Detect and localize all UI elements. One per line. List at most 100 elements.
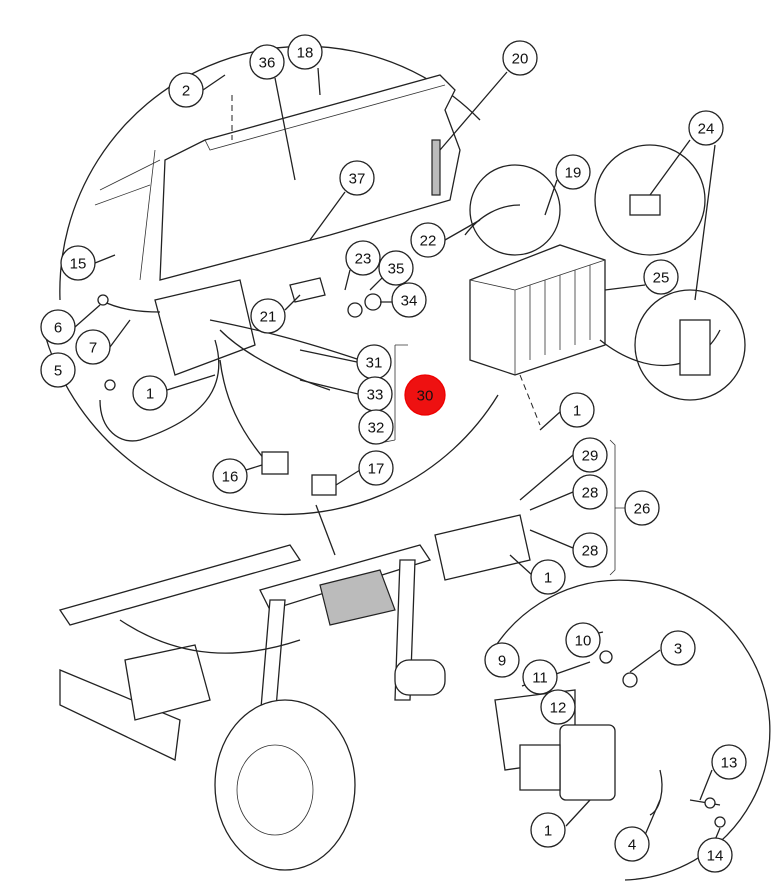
callout-13: 13 bbox=[711, 744, 747, 780]
callout-circle bbox=[404, 374, 446, 416]
callout-circle bbox=[530, 559, 566, 595]
callout-label: 36 bbox=[259, 55, 276, 72]
callout-28: 28 bbox=[572, 532, 608, 568]
callout-circle bbox=[358, 409, 394, 445]
mounting-panel bbox=[94, 74, 461, 281]
callout-circle bbox=[132, 375, 168, 411]
callout-35: 35 bbox=[378, 250, 414, 286]
callout-label: 1 bbox=[573, 403, 581, 420]
callout-label: 31 bbox=[366, 355, 383, 372]
assembly-guide-lines bbox=[231, 95, 541, 426]
callout-26: 26 bbox=[624, 490, 660, 526]
callout-circle bbox=[484, 642, 520, 678]
callout-label: 2 bbox=[182, 83, 190, 100]
callout-6: 6 bbox=[40, 309, 76, 345]
callout-circle bbox=[212, 458, 248, 494]
callout-circle bbox=[502, 40, 538, 76]
callout-14: 14 bbox=[697, 837, 733, 873]
callout-19: 19 bbox=[555, 154, 591, 190]
callout-label: 28 bbox=[582, 543, 599, 560]
callout-circle bbox=[614, 826, 650, 862]
callout-15: 15 bbox=[60, 245, 96, 281]
callout-3: 3 bbox=[660, 630, 696, 666]
cart-frame bbox=[58, 514, 531, 871]
callout-33: 33 bbox=[357, 376, 393, 412]
callout-label: 18 bbox=[297, 45, 314, 62]
callout-label: 14 bbox=[707, 848, 724, 865]
callout-22: 22 bbox=[410, 222, 446, 258]
callout-label: 22 bbox=[420, 233, 437, 250]
motor-controller bbox=[464, 194, 721, 376]
callout-circle bbox=[522, 659, 558, 695]
callout-circle bbox=[339, 160, 375, 196]
callout-30-highlighted: 30 bbox=[404, 374, 446, 416]
callout-circle bbox=[660, 630, 696, 666]
callout-4: 4 bbox=[614, 826, 650, 862]
controller-bracket bbox=[97, 277, 382, 496]
callout-1: 1 bbox=[530, 812, 566, 848]
callout-1: 1 bbox=[530, 559, 566, 595]
callout-label: 34 bbox=[401, 293, 418, 310]
callout-label: 26 bbox=[634, 501, 651, 518]
callout-circle bbox=[75, 329, 111, 365]
callout-label: 25 bbox=[653, 270, 670, 287]
callout-37: 37 bbox=[339, 160, 375, 196]
callout-label: 30 bbox=[417, 388, 434, 405]
callout-circle bbox=[688, 110, 724, 146]
callout-label: 29 bbox=[582, 448, 599, 465]
callout-label: 23 bbox=[355, 251, 372, 268]
magnifier-24 bbox=[594, 144, 706, 256]
callout-circle bbox=[572, 474, 608, 510]
solenoid-assembly bbox=[494, 650, 726, 828]
callout-31: 31 bbox=[356, 344, 392, 380]
callout-32: 32 bbox=[358, 409, 394, 445]
callout-16: 16 bbox=[212, 458, 248, 494]
callout-circle bbox=[168, 72, 204, 108]
callout-circle bbox=[643, 259, 679, 295]
callout-label: 24 bbox=[698, 121, 715, 138]
callout-2: 2 bbox=[168, 72, 204, 108]
callout-9: 9 bbox=[484, 642, 520, 678]
callout-34: 34 bbox=[391, 282, 427, 318]
callout-label: 13 bbox=[721, 755, 738, 772]
callout-5: 5 bbox=[40, 352, 76, 388]
callout-36: 36 bbox=[249, 44, 285, 80]
callout-label: 35 bbox=[388, 261, 405, 278]
callout-circle bbox=[540, 689, 576, 725]
callout-circle bbox=[40, 309, 76, 345]
callout-label: 15 bbox=[70, 256, 87, 273]
callout-24: 24 bbox=[688, 110, 724, 146]
callout-11: 11 bbox=[522, 659, 558, 695]
callout-23: 23 bbox=[345, 240, 381, 276]
callout-circle bbox=[711, 744, 747, 780]
callout-label: 32 bbox=[368, 420, 385, 437]
callout-1: 1 bbox=[559, 392, 595, 428]
callout-label: 3 bbox=[674, 641, 682, 658]
leader-lines bbox=[74, 67, 721, 841]
callout-circle bbox=[572, 532, 608, 568]
magnifier-22 bbox=[469, 164, 561, 256]
callout-7: 7 bbox=[75, 329, 111, 365]
callout-label: 6 bbox=[54, 320, 62, 337]
callout-1: 1 bbox=[132, 375, 168, 411]
callout-10: 10 bbox=[565, 622, 601, 658]
callout-label: 16 bbox=[222, 469, 239, 486]
callout-label: 5 bbox=[54, 363, 62, 380]
callout-circle bbox=[572, 437, 608, 473]
callout-28: 28 bbox=[572, 474, 608, 510]
callout-label: 21 bbox=[260, 309, 277, 326]
callout-29: 29 bbox=[572, 437, 608, 473]
callout-label: 17 bbox=[368, 461, 385, 478]
callout-circle bbox=[559, 392, 595, 428]
callout-12: 12 bbox=[540, 689, 576, 725]
callout-label: 37 bbox=[349, 171, 366, 188]
callout-18: 18 bbox=[287, 34, 323, 70]
callout-label: 1 bbox=[544, 570, 552, 587]
magnifier-25 bbox=[634, 289, 746, 401]
callout-label: 9 bbox=[498, 653, 506, 670]
callout-label: 28 bbox=[582, 485, 599, 502]
callout-21: 21 bbox=[250, 298, 286, 334]
